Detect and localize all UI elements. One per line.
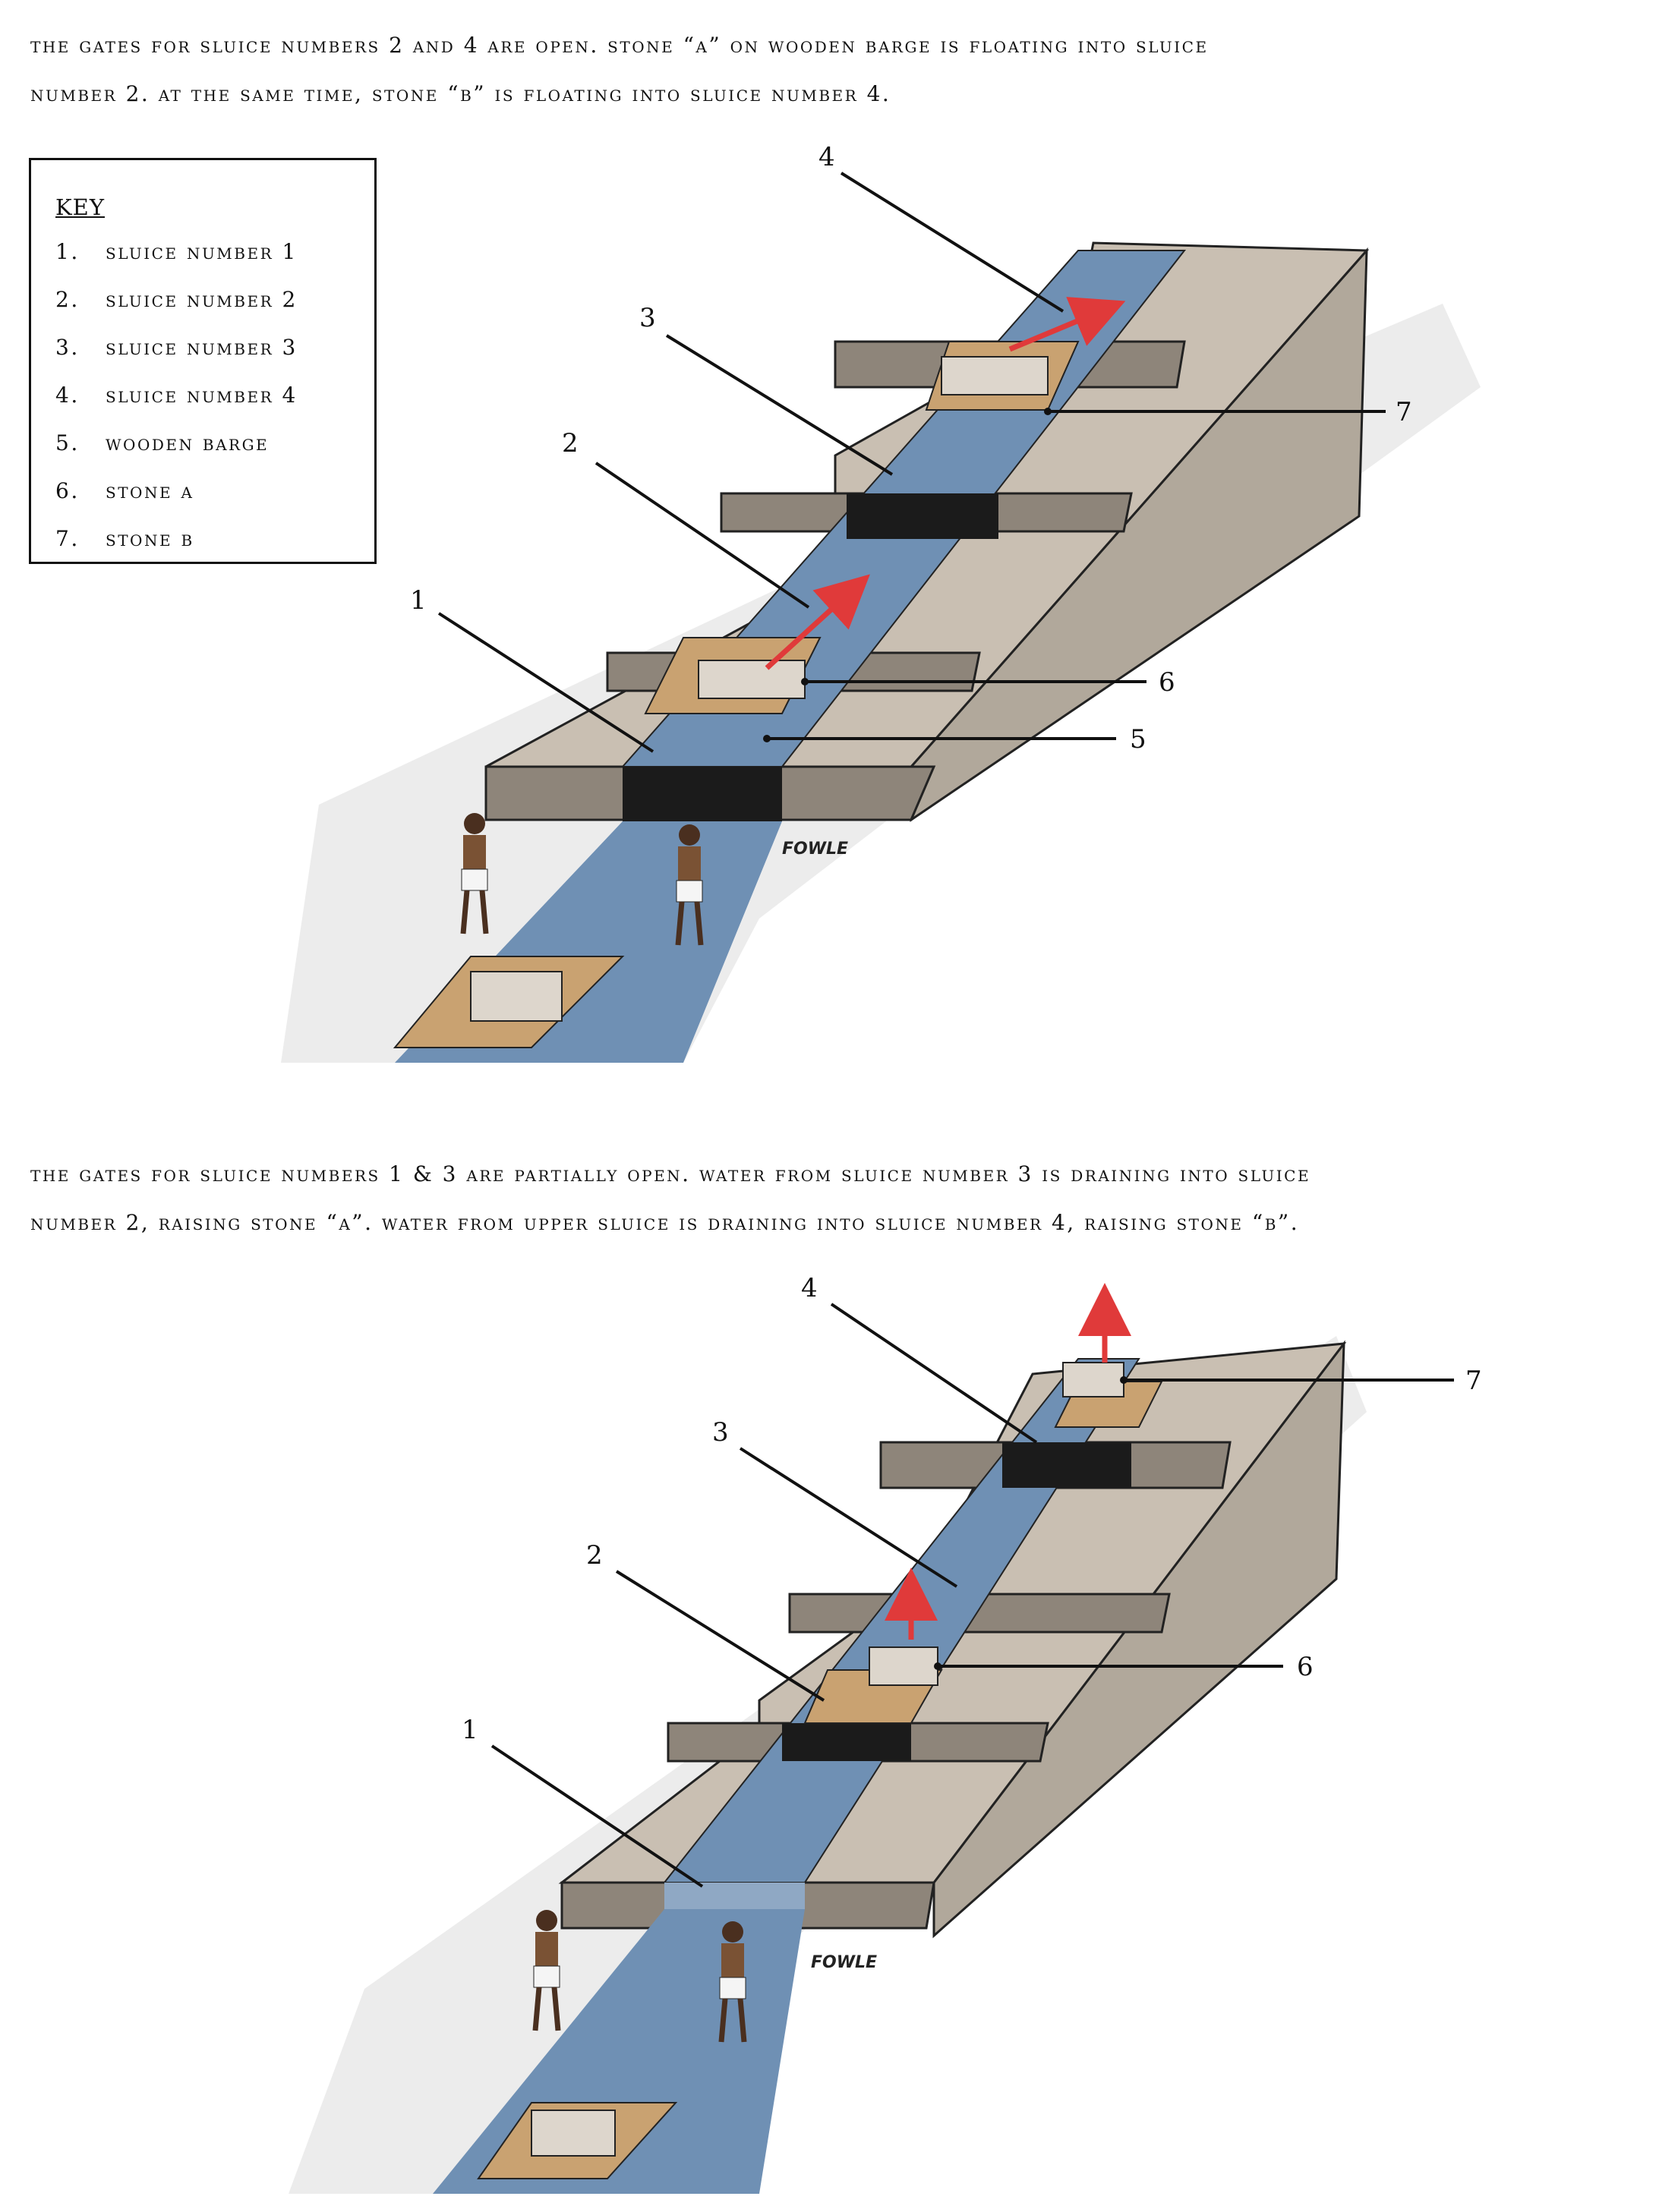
gate-sluice-3 xyxy=(847,493,998,539)
top-caption-line-2: NUMBER 2. AT THE SAME TIME, STONE “B” IS… xyxy=(30,81,891,106)
svg-text:7: 7 xyxy=(1465,1366,1482,1396)
gate-sluice-4 xyxy=(1002,1442,1131,1488)
stone-a xyxy=(869,1646,938,1686)
svg-text:6: 6 xyxy=(1297,1652,1314,1682)
legend-key-box: KEY 1.SLUICE NUMBER 1 2.SLUICE NUMBER 2 … xyxy=(29,158,377,564)
svg-text:4: 4 xyxy=(818,142,835,172)
callout-3: 3 xyxy=(712,1417,958,1588)
svg-text:4: 4 xyxy=(801,1273,818,1303)
callout-3: 3 xyxy=(639,303,894,476)
bottom-caption: THE GATES FOR SLUICE NUMBERS 1 & 3 ARE P… xyxy=(30,1150,1632,1247)
worker-right xyxy=(718,1921,747,2043)
worker-right xyxy=(675,824,704,946)
svg-text:7: 7 xyxy=(1396,397,1412,427)
gate-sluice-1 xyxy=(623,767,782,821)
svg-text:1: 1 xyxy=(410,585,427,616)
callout-7: 7 xyxy=(1120,1366,1482,1396)
callout-5: 5 xyxy=(763,724,1146,755)
svg-text:2: 2 xyxy=(586,1540,603,1571)
callout-4: 4 xyxy=(801,1273,1038,1444)
legend-item: 2.SLUICE NUMBER 2 xyxy=(55,287,298,312)
gate-sluice-1-partial xyxy=(664,1883,805,1909)
stone-a xyxy=(698,660,806,699)
legend-item: 1.SLUICE NUMBER 1 xyxy=(55,239,298,264)
callout-2: 2 xyxy=(562,428,810,609)
artist-signature: FOWLE xyxy=(811,1953,877,1972)
movement-arrow-b xyxy=(1008,297,1126,352)
legend-item: 7.STONE B xyxy=(55,526,194,551)
legend-item: 4.SLUICE NUMBER 4 xyxy=(55,383,298,408)
stone-lower xyxy=(470,971,563,1022)
callout-7: 7 xyxy=(1044,397,1412,427)
callout-6: 6 xyxy=(801,667,1175,698)
legend-item: 3.SLUICE NUMBER 3 xyxy=(55,335,298,360)
bottom-caption-line-1: THE GATES FOR SLUICE NUMBERS 1 & 3 ARE P… xyxy=(30,1161,1311,1186)
legend-title: KEY xyxy=(55,194,105,220)
stone-lower xyxy=(531,2110,616,2157)
callout-6: 6 xyxy=(934,1652,1314,1682)
stone-b xyxy=(1062,1362,1124,1397)
svg-text:3: 3 xyxy=(639,303,656,333)
callout-1: 1 xyxy=(410,585,654,753)
legend-item: 6.STONE A xyxy=(55,478,194,503)
svg-text:5: 5 xyxy=(1130,724,1146,755)
sluice-diagram-gates-2-4-open: 1 2 3 4 5 6 7 FOWLE xyxy=(281,142,1481,1063)
worker-left xyxy=(460,813,489,934)
gate-sluice-2 xyxy=(782,1723,911,1761)
artist-signature: FOWLE xyxy=(782,840,848,859)
worker-left xyxy=(532,1910,561,2031)
top-caption-line-1: THE GATES FOR SLUICE NUMBERS 2 AND 4 ARE… xyxy=(30,33,1209,58)
legend-item: 5.WOODEN BARGE xyxy=(55,430,270,455)
callout-4: 4 xyxy=(818,142,1064,313)
callout-2: 2 xyxy=(586,1540,825,1702)
svg-text:1: 1 xyxy=(462,1715,478,1745)
svg-text:3: 3 xyxy=(712,1417,729,1448)
svg-text:2: 2 xyxy=(562,428,579,458)
svg-text:6: 6 xyxy=(1159,667,1175,698)
top-caption: THE GATES FOR SLUICE NUMBERS 2 AND 4 ARE… xyxy=(30,21,1632,118)
callout-1: 1 xyxy=(462,1715,704,1888)
sluice-diagram-gates-1-3-partially-open: 1 2 3 4 6 7 FOWLE xyxy=(289,1273,1482,2194)
stone-b xyxy=(941,356,1049,395)
bottom-caption-line-2: NUMBER 2, RAISING STONE “A”. WATER FROM … xyxy=(30,1210,1300,1235)
movement-arrow-a xyxy=(765,574,870,670)
